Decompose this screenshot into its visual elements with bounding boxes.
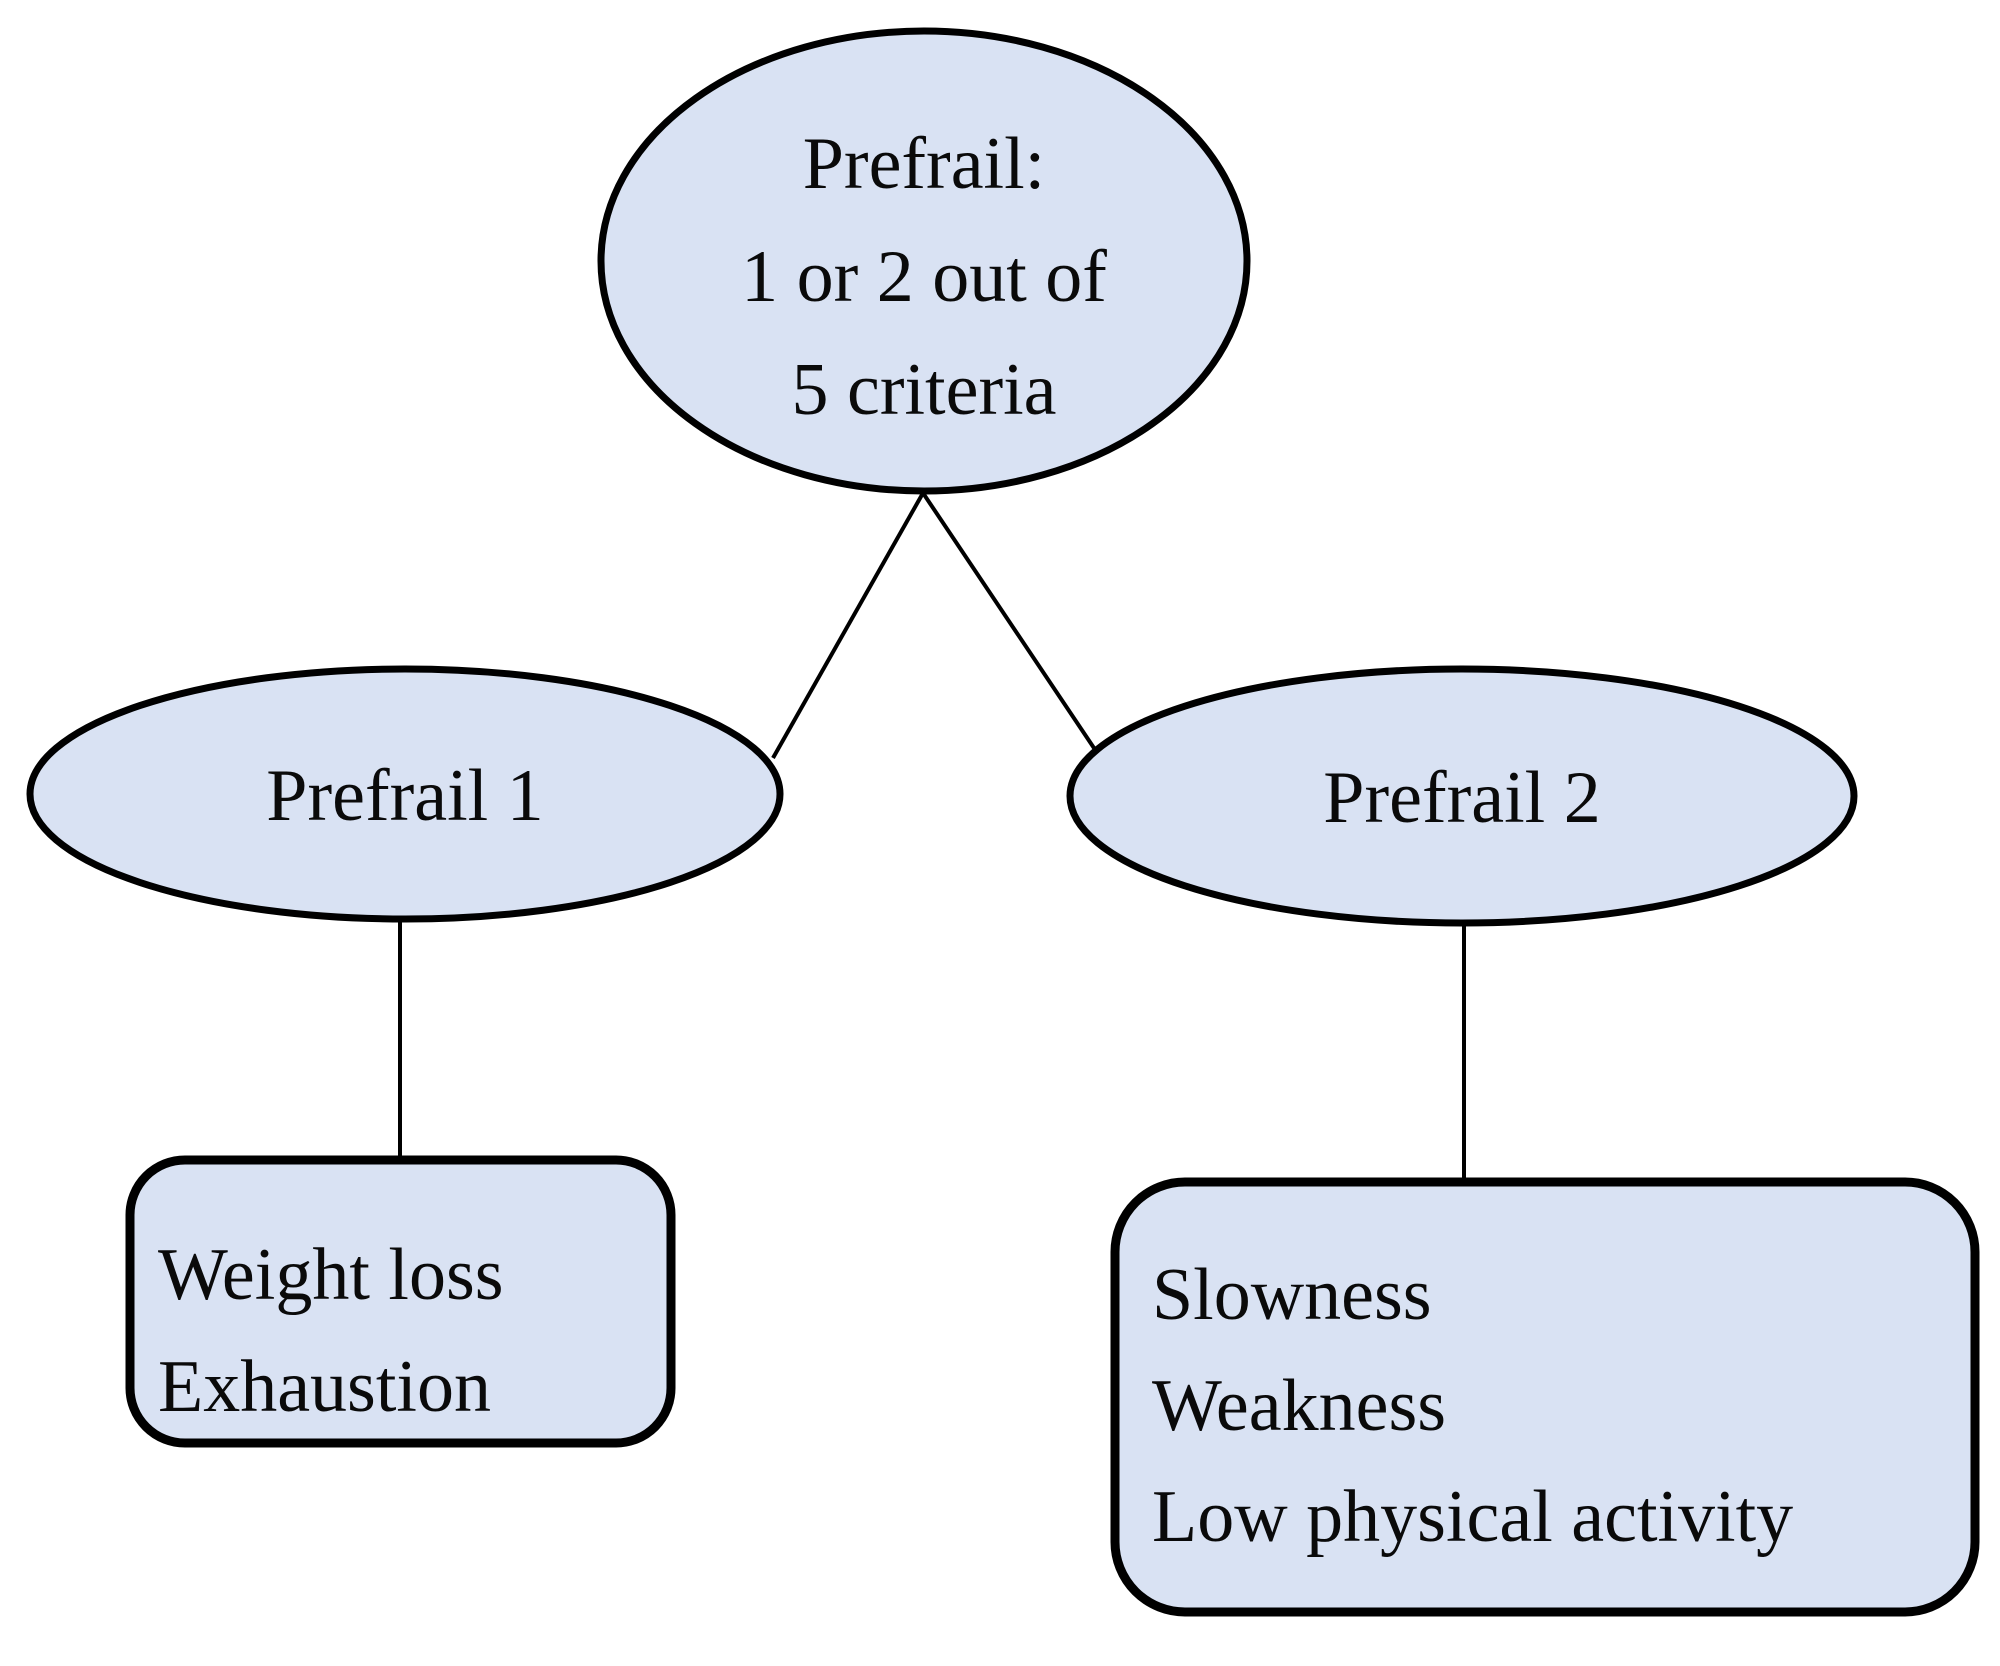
root-node-ellipse [597, 27, 1251, 495]
connector-root-to-prefrail2 [921, 491, 1102, 759]
prefrail1-criteria-box [125, 1155, 676, 1448]
root-node-line-2: 1 or 2 out of [741, 236, 1107, 318]
prefrail2-criteria-box [1110, 1177, 1980, 1617]
prefrail2-node-label: Prefrail 2 [1323, 757, 1600, 839]
prefrail1-criteria-line-1: Weight loss [158, 1234, 504, 1316]
prefrail2-criteria-line-2: Weakness [1152, 1365, 1446, 1447]
prefrail1-node-ellipse [26, 665, 784, 923]
prefrail2-criteria-line-1: Slowness [1152, 1254, 1432, 1336]
connector-root-to-prefrail1 [771, 492, 925, 759]
prefrail2-criteria-line-3: Low physical activity [1152, 1476, 1793, 1558]
prefrail1-node-label: Prefrail 1 [266, 755, 543, 837]
root-node-line-1: Prefrail: [803, 123, 1045, 205]
prefrail2-node-ellipse [1066, 665, 1858, 927]
root-node-line-3: 5 criteria [792, 349, 1057, 431]
prefrail1-criteria-line-2: Exhaustion [158, 1346, 491, 1428]
